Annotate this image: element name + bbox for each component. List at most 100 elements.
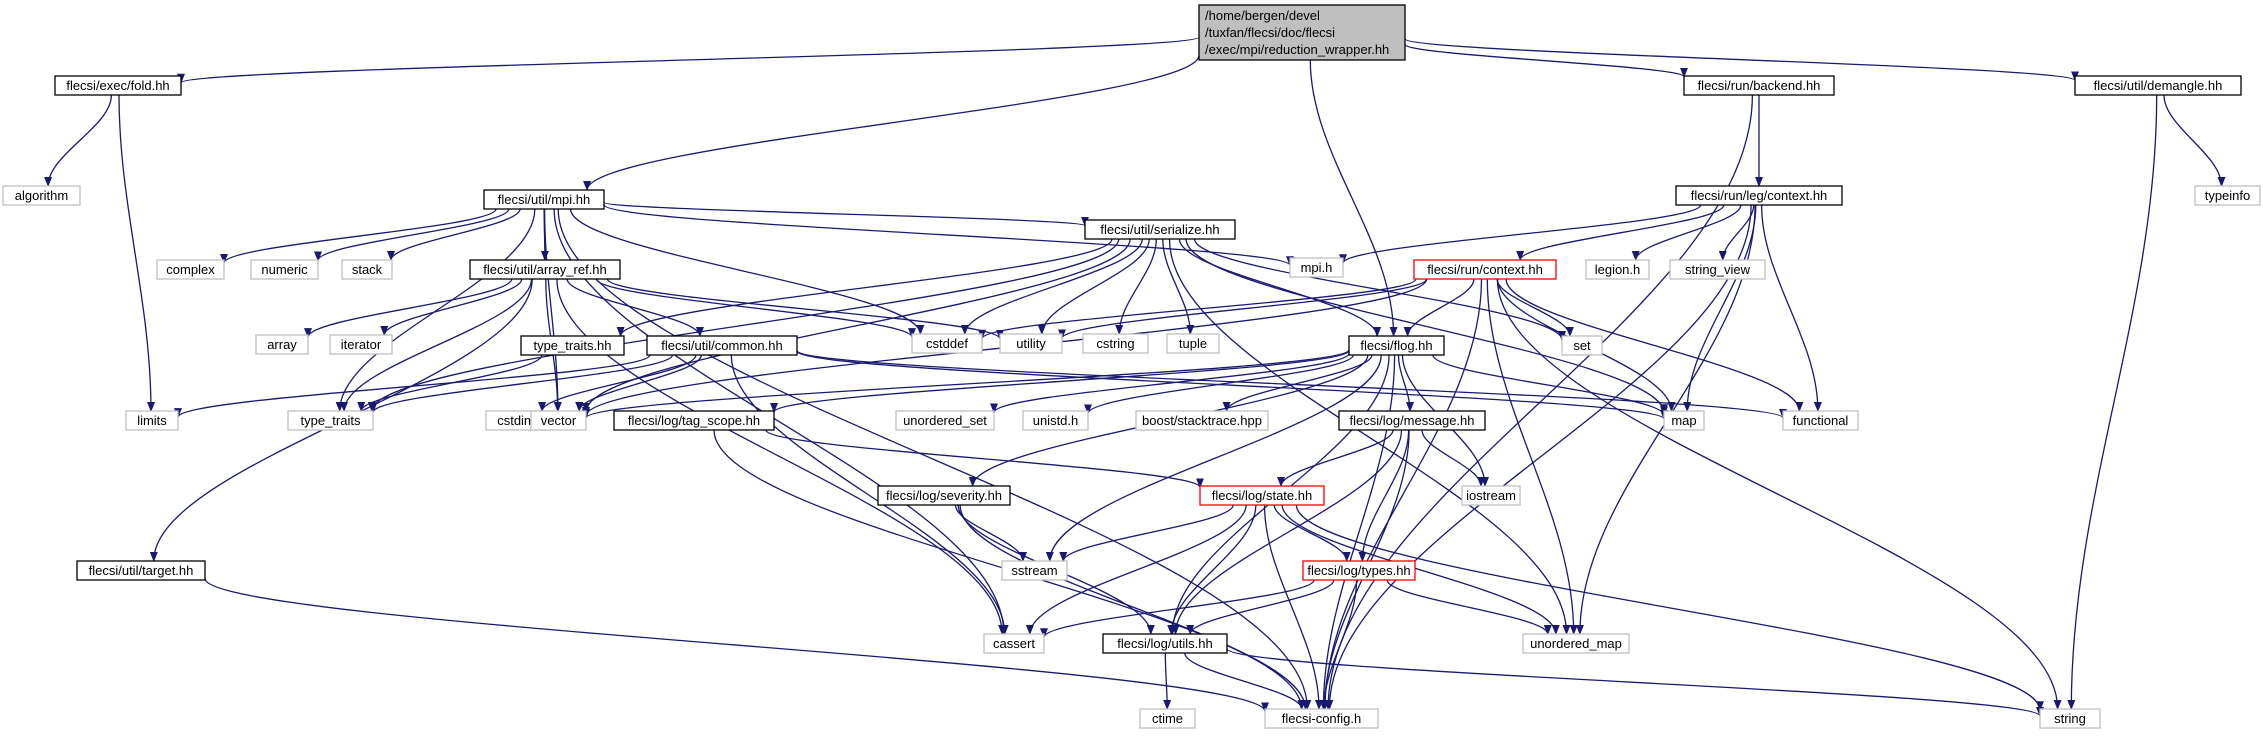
node-box (1669, 259, 1766, 280)
node-algorithm: algorithm (2, 185, 81, 206)
edge-log_types-to-cassert (1040, 579, 1315, 639)
node-log-severity[interactable]: flecsi/log/severity.hh (877, 485, 1011, 506)
node-box (1084, 219, 1236, 240)
node-iostream: iostream (1461, 485, 1521, 506)
edge-log_state-to-flecsi_config (1263, 504, 1323, 710)
edge-line (538, 354, 697, 412)
node-box (1782, 410, 1859, 431)
edge-line (1273, 504, 1351, 562)
edge-line (1319, 579, 1358, 710)
edge-line (1163, 652, 1172, 710)
edge-line (1185, 238, 1668, 415)
node-run-context[interactable]: flecsi/run/context.hh (1413, 259, 1557, 280)
node-label: flecsi/exec/fold.hh (66, 78, 169, 93)
node-label: iostream (1466, 488, 1516, 503)
node-util-mpi[interactable]: flecsi/util/mpi.hh (483, 189, 605, 210)
node-box (2074, 75, 2242, 96)
edge-line (1309, 59, 1398, 337)
node-mpi-h: mpi.h (1289, 257, 1344, 278)
node-util-demangle[interactable]: flecsi/util/demangle.hh (2074, 75, 2242, 96)
node-label: cstring (1096, 336, 1134, 351)
node-box (156, 259, 225, 280)
node-box (1199, 485, 1325, 506)
node-exec-fold[interactable]: flecsi/exec/fold.hh (54, 75, 182, 96)
node-run-backend[interactable]: flecsi/run/backend.hh (1683, 75, 1835, 96)
node-box (1102, 633, 1228, 654)
node-label: sstream (1011, 563, 1057, 578)
edge-log_state-to-log_types (1273, 504, 1351, 562)
node-util-target[interactable]: flecsi/util/target.hh (76, 560, 206, 581)
edge-line (2067, 94, 2158, 710)
edge-line (1167, 504, 1257, 635)
node-util-serialize[interactable]: flecsi/util/serialize.hh (1084, 219, 1236, 240)
node-log-state[interactable]: flecsi/log/state.hh (1199, 485, 1325, 506)
edge-line (204, 578, 1269, 713)
edge-util_serialize-to-type_traits_hh (616, 238, 1113, 337)
edge-line (595, 278, 916, 339)
edge-line (1631, 204, 1742, 261)
node-boost-stacktrace: boost/stacktrace.hpp (1135, 410, 1269, 431)
edge-run_context-to-flog (1403, 278, 1475, 337)
edge-run_leg_context-to-legion_h (1631, 204, 1742, 261)
node-flog[interactable]: flecsi/flog.hh (1348, 335, 1445, 356)
node-label: flecsi/flog.hh (1360, 338, 1432, 353)
node-label: legion.h (1595, 262, 1641, 277)
node-box (255, 334, 309, 355)
node-label: flecsi/run/backend.hh (1698, 78, 1821, 93)
edge-line (1432, 354, 1668, 417)
node-complex: complex (156, 259, 225, 280)
node-root[interactable]: /home/bergen/devel/tuxfan/flecsi/doc/fle… (1198, 4, 1406, 61)
node-log-utils[interactable]: flecsi/log/utils.hh (1102, 633, 1228, 654)
edge-util_common-to-type_traits (369, 354, 674, 414)
edge-line (369, 354, 674, 414)
edge-log_state-to-cassert (1025, 504, 1247, 635)
node-cstddef: cstddef (911, 333, 983, 354)
node-label: flecsi/util/demangle.hh (2094, 78, 2223, 93)
node-box (1675, 185, 1843, 206)
edge-util_serialize-to-utility (1037, 238, 1150, 335)
edge-util_common-to-limits (174, 354, 651, 419)
edge-util_demangle-to-string (2067, 94, 2158, 710)
node-util-common[interactable]: flecsi/util/common.hh (646, 335, 798, 356)
node-limits: limits (125, 410, 179, 431)
edge-util_array_ref-to-iterator (380, 278, 523, 336)
node-label: /home/bergen/devel (1205, 8, 1320, 23)
node-type-traits-hh[interactable]: type_traits.hh (520, 335, 625, 356)
edge-flog-to-log_tag_scope (770, 350, 1350, 413)
edge-util_mpi-to-type_traits (335, 208, 536, 412)
edge-root-to-exec_fold (177, 36, 1200, 84)
edge-line (616, 238, 1113, 337)
node-box (1001, 560, 1068, 581)
node-ctime: ctime (1139, 708, 1196, 729)
edge-line (1358, 429, 1410, 562)
edge-run_context-to-cstddef (978, 278, 1417, 340)
edge-root-to-flog (1309, 59, 1398, 337)
edge-util_serialize-to-vector (582, 238, 1131, 413)
node-box (530, 410, 587, 431)
edge-log_types-to-log_utils (1186, 579, 1335, 635)
node-log-message[interactable]: flecsi/log/message.hh (1338, 410, 1486, 431)
node-box (999, 333, 1063, 354)
node-log-types[interactable]: flecsi/log/types.hh (1302, 560, 1416, 581)
edge-util_array_ref-to-array (304, 278, 513, 339)
edge-line (220, 208, 497, 264)
node-label: cstddef (926, 336, 968, 351)
node-label: flecsi/run/leg/context.hh (1691, 188, 1828, 203)
node-box (1461, 485, 1521, 506)
node-run-leg-context[interactable]: flecsi/run/leg/context.hh (1675, 185, 1843, 206)
edge-util_target-to-flecsi_config (204, 578, 1269, 713)
node-label: cassert (993, 636, 1035, 651)
edge-util_serialize-to-cstddef (960, 238, 1143, 335)
edge-line (1516, 204, 1725, 261)
node-util-array-ref[interactable]: flecsi/util/array_ref.hh (469, 259, 621, 280)
edge-util_array_ref-to-cstddef (595, 278, 916, 339)
edge-flog-to-flecsi_config (1319, 354, 1396, 710)
node-unordered-map: unordered_map (1522, 633, 1630, 654)
edge-line (1059, 504, 1234, 562)
node-log-tag-scope[interactable]: flecsi/log/tag_scope.hh (613, 410, 775, 431)
edge-line (1319, 354, 1396, 710)
node-vector: vector (530, 410, 587, 431)
edge-line (1505, 278, 1804, 412)
edge-line (1186, 579, 1335, 635)
edge-util_serialize-to-tuple (1162, 238, 1195, 335)
